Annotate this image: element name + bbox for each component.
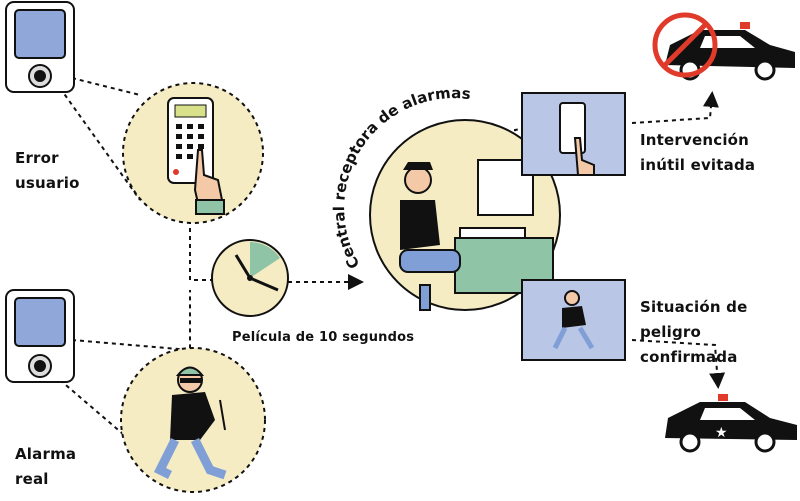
keypad-box <box>521 92 626 176</box>
error-user-label: Error usuario <box>15 146 80 196</box>
no-sign-icon <box>652 12 718 78</box>
keypad-circle <box>122 82 264 224</box>
label-line: Situación de <box>640 298 748 316</box>
label-line: usuario <box>15 174 80 192</box>
real-alarm-label: Alarma real <box>15 442 76 492</box>
thief-box <box>521 279 626 361</box>
police-car-dispatched: ★ <box>665 394 797 453</box>
label-line: inútil evitada <box>640 156 756 174</box>
label-line: real <box>15 470 49 488</box>
film-label: Película de 10 segundos <box>232 330 415 345</box>
alarm-device-top <box>5 1 75 93</box>
label-line: Alarma <box>15 445 77 463</box>
confirmed-label: Situación de peligro confirmada <box>640 295 800 370</box>
label-line: peligro confirmada <box>640 323 738 366</box>
alarm-device-bottom <box>5 289 75 383</box>
hand-icon <box>193 149 224 214</box>
thief-circle <box>120 347 266 493</box>
police-car-cancelled <box>652 12 795 81</box>
siren-icon <box>718 394 728 401</box>
clock-icon <box>211 239 289 317</box>
avoided-label: Intervención inútil evitada <box>640 128 755 178</box>
svg-text:★: ★ <box>715 425 728 441</box>
label-line: Intervención <box>640 131 750 149</box>
label-line: Error <box>15 149 59 167</box>
central-station-circle <box>369 119 561 311</box>
operator-icon <box>404 166 432 194</box>
